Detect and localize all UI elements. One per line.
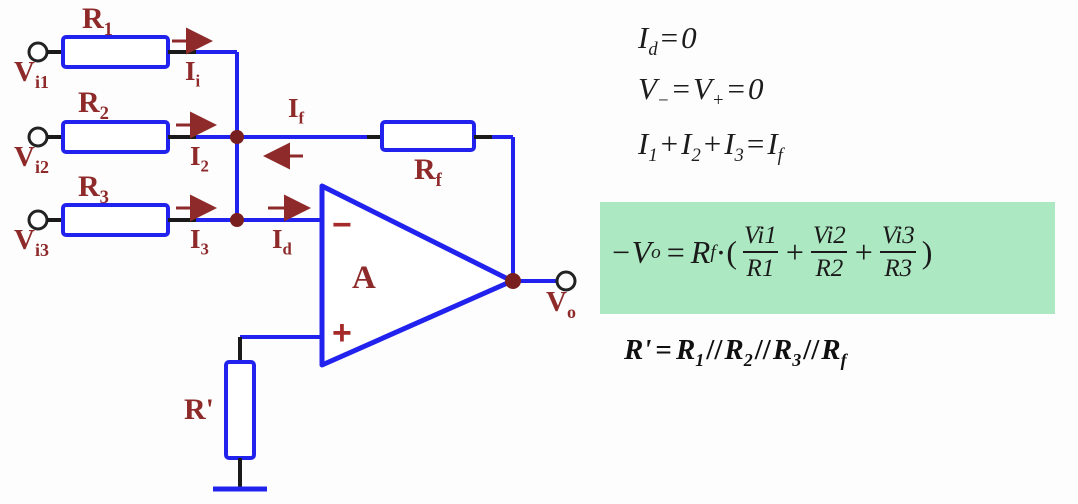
resistor-r3 [61, 203, 170, 237]
input-branch-2 [27, 111, 237, 154]
label-current-i3: I3 [190, 224, 209, 259]
output-terminal[interactable] [555, 270, 577, 292]
label-r2: R2 [78, 86, 109, 124]
equation-bias-resistor: R'=R1//R2//R3//Rf [624, 334, 847, 370]
feedback-network [367, 120, 515, 281]
resistor-r1 [61, 35, 170, 69]
resistor-rprime [224, 360, 256, 460]
label-current-id: Id [272, 224, 292, 259]
plus-2: + [854, 234, 873, 270]
label-vi2: Vi2 [14, 141, 49, 177]
label-vo: Vo [546, 286, 576, 322]
main-minus: − [610, 234, 632, 270]
label-vi1: Vi1 [14, 56, 49, 92]
opamp-symbol [319, 183, 515, 368]
opamp-triangle [319, 183, 515, 368]
junction-dot-output [505, 273, 521, 289]
close-paren: ) [921, 234, 933, 270]
fraction-term-3: Vi3 R3 [880, 222, 917, 282]
label-current-i1: Ii [185, 56, 201, 91]
label-r3: R3 [78, 170, 109, 208]
equation-virtual-ground: V−=V+=0 [638, 71, 764, 112]
equation-kcl: I1+I2+I3=If [638, 126, 783, 167]
equation-id-zero: Id=0 [638, 20, 697, 61]
junction-dot-upper [230, 130, 244, 144]
input-branch-1 [27, 27, 237, 69]
output-network [505, 270, 577, 292]
fraction-term-2: Vi2 R2 [811, 222, 848, 282]
resistor-r2 [61, 120, 170, 154]
label-r1: R1 [82, 2, 113, 40]
fraction-term-1: Vi1 R1 [742, 222, 779, 282]
junction-dot-lower [230, 213, 244, 227]
label-vi3: Vi3 [14, 224, 49, 260]
opamp-inverting-sign: − [332, 206, 352, 244]
label-opamp-gain: A [352, 260, 376, 296]
label-rprime: R' [184, 393, 214, 426]
label-current-if: If [288, 93, 305, 128]
open-paren: ( [726, 234, 737, 270]
label-rf: Rf [414, 153, 442, 191]
opamp-noninverting-sign: + [332, 314, 352, 352]
bias-network [213, 335, 322, 492]
multiplication-dot: · [715, 234, 727, 270]
label-current-i2: I2 [190, 141, 209, 176]
plus-1: + [785, 234, 804, 270]
resistor-rf [380, 120, 476, 152]
highlight-band [600, 202, 1055, 314]
